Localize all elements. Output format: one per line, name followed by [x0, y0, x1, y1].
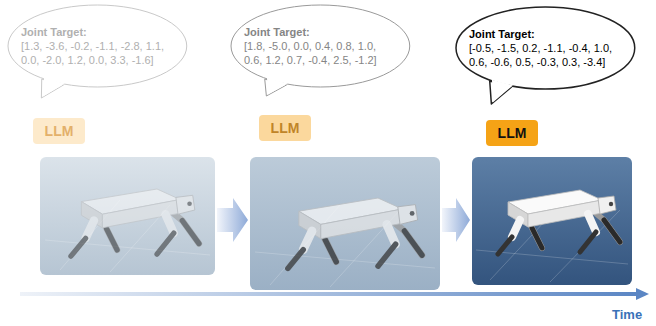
llm-box: LLM — [486, 120, 539, 146]
sim-panel — [40, 157, 215, 275]
axis-label: Time — [612, 307, 642, 322]
model-label: LLM — [498, 125, 527, 141]
robot-figure — [71, 189, 199, 256]
joint-values: [1.8, -5.0, 0.0, 0.4, 0.8, 1.0, 0.6, 1.2… — [244, 39, 396, 67]
speech-bubble: Joint Target:[-0.5, -1.5, 0.2, -1.1, -0.… — [455, 6, 636, 90]
llm-box: LLM — [33, 118, 86, 144]
model-label: LLM — [45, 123, 74, 139]
robot-figure — [498, 190, 620, 254]
sim-panel — [472, 157, 632, 285]
sim-panel — [250, 157, 440, 290]
time-arrowhead — [636, 288, 649, 300]
llm-box: LLM — [259, 115, 312, 141]
time-axis — [20, 292, 638, 296]
bubble-heading: Joint Target: — [469, 27, 621, 41]
bubble-heading: Joint Target: — [244, 25, 396, 39]
joint-values: [1.3, -3.6, -0.2, -1.1, -2.8, 1.1, 0.0, … — [21, 39, 173, 67]
joint-values: [-0.5, -1.5, 0.2, -1.1, -0.4, 1.0, 0.6, … — [469, 41, 621, 69]
model-label: LLM — [271, 120, 300, 136]
robot-figure — [288, 198, 422, 268]
step-arrow — [217, 198, 248, 242]
speech-bubble: Joint Target:[1.8, -5.0, 0.0, 0.4, 0.8, … — [230, 4, 411, 88]
step-arrow — [442, 198, 470, 242]
bubble-heading: Joint Target: — [21, 25, 173, 39]
speech-bubble: Joint Target:[1.3, -3.6, -0.2, -1.1, -2.… — [7, 4, 188, 88]
